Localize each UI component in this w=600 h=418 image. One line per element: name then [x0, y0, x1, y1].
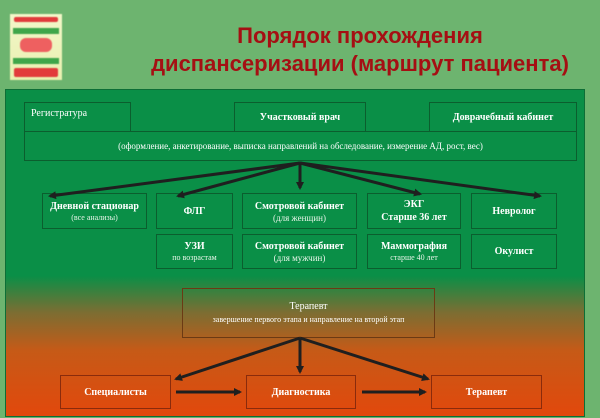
exam-label: ФЛГ — [183, 205, 206, 217]
exam-label: Дневной стационар — [50, 200, 139, 212]
exam-box: ФЛГ — [156, 193, 233, 229]
description-text: (оформление, анкетирование, выписка напр… — [118, 140, 483, 151]
exam-note: Старше 36 лет — [381, 212, 447, 223]
exam-label: Смотровой кабинет — [254, 241, 345, 252]
exam-note: по возрастам — [172, 253, 217, 262]
exam-box: Маммография старше 40 лет — [367, 234, 461, 269]
district-doctor-box: Участковый врач — [234, 102, 366, 132]
exam-note: (для мужчин) — [273, 253, 326, 263]
therapist-final-box: Терапевт — [431, 375, 542, 409]
therapist-box: Терапевт завершение первого этапа и напр… — [182, 288, 435, 338]
exam-box: Окулист — [471, 234, 557, 269]
exam-label: Окулист — [494, 246, 534, 257]
exam-note: (все анализы) — [71, 212, 118, 222]
diagnostics-box: Диагностика — [246, 375, 356, 409]
registration-box: Регистратура — [24, 102, 131, 132]
exam-label: Смотровой кабинет — [254, 200, 345, 212]
diagnostics-label: Диагностика — [271, 386, 331, 398]
page-title: Порядок прохождения диспансеризации (мар… — [0, 22, 600, 78]
exam-label: УЗИ — [184, 241, 205, 252]
specialists-label: Специалисты — [84, 386, 147, 398]
exam-note: старше 40 лет — [390, 253, 438, 262]
exam-label: Маммография — [380, 241, 448, 252]
medical-emblem-icon — [10, 14, 62, 80]
therapist-final-label: Терапевт — [465, 386, 508, 398]
exam-box: УЗИ по возрастам — [156, 234, 233, 269]
registration-label: Регистратура — [31, 108, 88, 119]
exam-note: (для женщин) — [273, 212, 326, 223]
exam-box: Дневной стационар (все анализы) — [42, 193, 147, 229]
pre-doctor-room-label: Доврачебный кабинет — [452, 111, 554, 123]
district-doctor-label: Участковый врач — [259, 111, 341, 123]
therapist-label: Терапевт — [289, 301, 328, 312]
exam-box: Невролог — [471, 193, 557, 229]
description-box: (оформление, анкетирование, выписка напр… — [24, 131, 577, 161]
exam-label: ЭКГ — [403, 199, 425, 210]
exam-label: Невролог — [492, 205, 536, 217]
title-line-2: диспансеризации (маршрут пациента) — [151, 51, 569, 76]
exam-box: Смотровой кабинет (для женщин) — [242, 193, 357, 229]
pre-doctor-room-box: Доврачебный кабинет — [429, 102, 577, 132]
title-line-1: Порядок прохождения — [237, 23, 483, 48]
exam-box: Смотровой кабинет (для мужчин) — [242, 234, 357, 269]
exam-box: ЭКГ Старше 36 лет — [367, 193, 461, 229]
specialists-box: Специалисты — [60, 375, 171, 409]
therapist-note: завершение первого этапа и направление н… — [212, 315, 405, 324]
